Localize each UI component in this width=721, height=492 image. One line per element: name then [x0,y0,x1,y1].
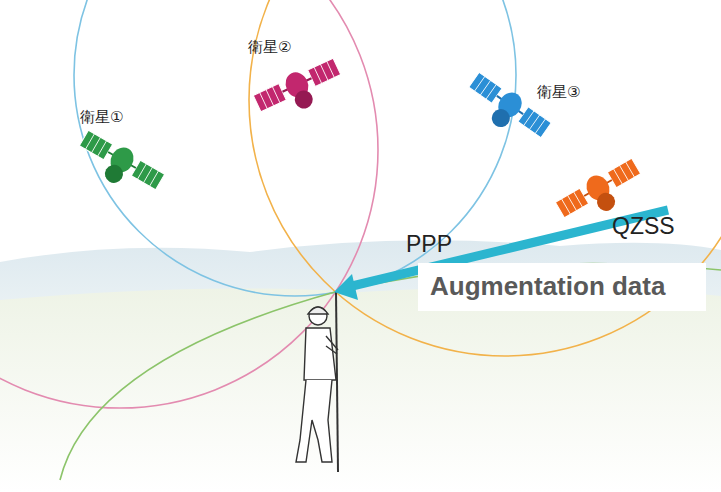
callout-text: Augmentation data [430,271,694,303]
system-label: QZSS [612,213,675,240]
system-label: PPP [406,231,452,258]
satellite [252,55,348,127]
satellite-label: 衛星③ [537,83,580,102]
satellite [460,69,554,151]
satellite-label: 衛星② [248,38,291,57]
surveyor [296,292,338,472]
ground [0,287,721,492]
range-circles [0,0,721,480]
arrow-head [334,274,358,300]
satellite-label: 衛星① [80,108,123,127]
satellite [71,127,166,204]
callout-box: Augmentation data [418,263,706,311]
